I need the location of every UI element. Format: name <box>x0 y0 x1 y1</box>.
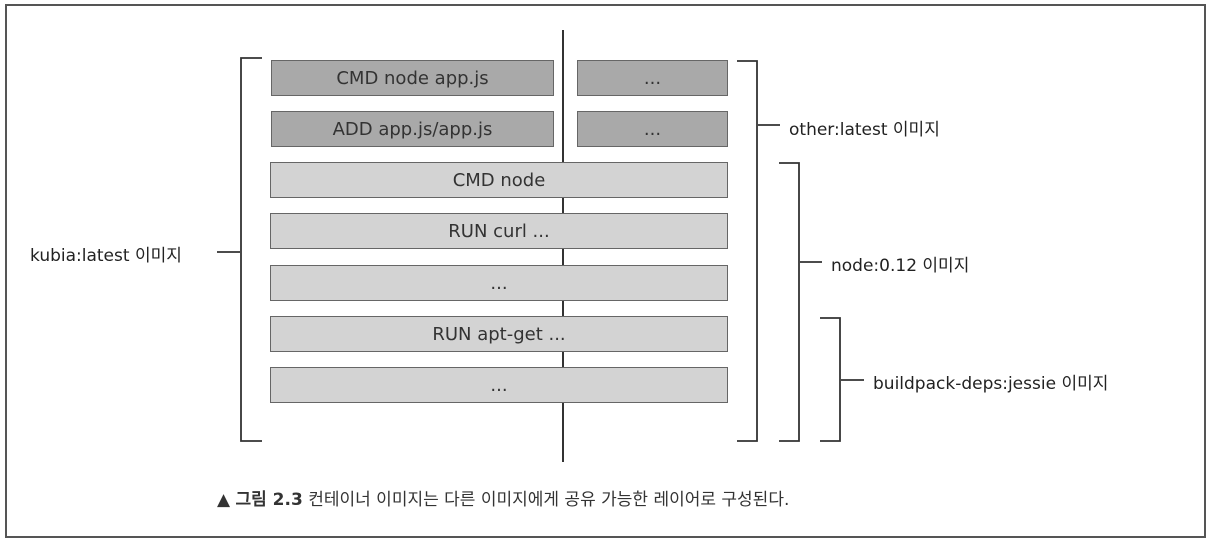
layer-cmd-node: CMD node <box>270 162 728 198</box>
kubia-bracket <box>240 57 262 442</box>
layer-add-appjs: ADD app.js/app.js <box>271 111 554 147</box>
node-bracket <box>779 162 800 442</box>
other-bracket <box>737 60 758 442</box>
layer-ellipsis-node: ... <box>270 265 728 301</box>
layer-run-apt-get: RUN apt-get ... <box>270 316 728 352</box>
layer-cmd-node-appjs: CMD node app.js <box>271 60 554 96</box>
other-image-label: other:latest 이미지 <box>789 120 940 140</box>
other-layer-2: ... <box>577 111 728 147</box>
layer-ellipsis-buildpack: ... <box>270 367 728 403</box>
caption-figure-number: 그림 2.3 <box>235 490 303 510</box>
caption-text: 컨테이너 이미지는 다른 이미지에게 공유 가능한 레이어로 구성된다. <box>308 490 790 510</box>
node-image-label: node:0.12 이미지 <box>831 256 970 276</box>
figure-caption: ▲ 그림 2.3 컨테이너 이미지는 다른 이미지에게 공유 가능한 레이어로 … <box>217 485 789 510</box>
buildpack-bracket <box>820 317 841 442</box>
layer-run-curl: RUN curl ... <box>270 213 728 249</box>
figure-frame <box>5 4 1206 538</box>
buildpack-image-label: buildpack-deps:jessie 이미지 <box>873 374 1109 394</box>
kubia-image-label: kubia:latest 이미지 <box>30 246 182 266</box>
other-layer-1: ... <box>577 60 728 96</box>
caption-triangle-icon: ▲ <box>217 490 231 510</box>
